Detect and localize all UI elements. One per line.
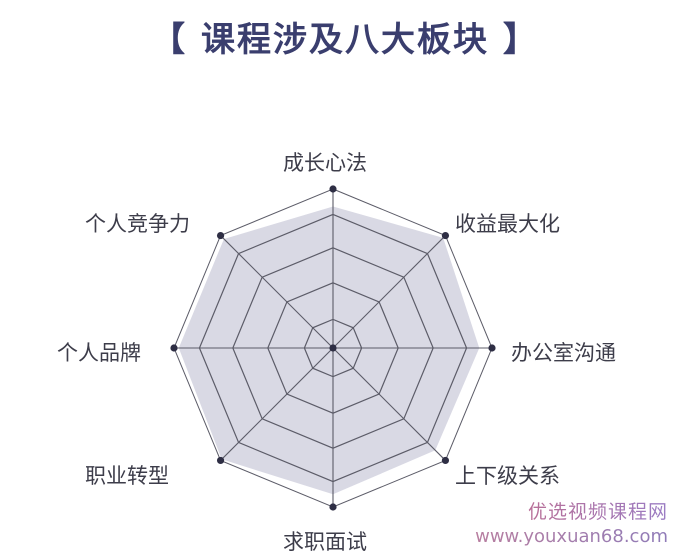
axis-spoke-5: [220, 347, 334, 461]
vertex-dots: [170, 185, 496, 511]
axis-label-6: 个人品牌: [57, 341, 141, 365]
vertex-dot-5: [216, 456, 225, 465]
axis-label-7: 个人竞争力: [85, 212, 190, 236]
vertex-dot-6: [170, 344, 178, 352]
vertex-dot-0: [329, 185, 337, 193]
center-dot: [329, 344, 337, 352]
vertex-dot-3: [441, 456, 450, 465]
vertex-dot-4: [329, 503, 337, 511]
axis-label-5: 职业转型: [85, 464, 169, 488]
vertex-dot-2: [488, 344, 496, 352]
title-text: 课程涉及八大板块: [201, 20, 489, 60]
watermark-site-name: 优选视频课程网: [475, 497, 668, 524]
axis-spoke-7: [220, 235, 334, 349]
axis-label-0: 成长心法: [283, 151, 367, 175]
axis-spoke-3: [332, 347, 446, 461]
vertex-dot-1: [441, 231, 450, 240]
axis-spoke-1: [332, 235, 446, 349]
title-open-bracket: 【: [151, 20, 188, 60]
axis-label-3: 上下级关系: [455, 464, 560, 488]
chart-title: 【 课程涉及八大板块 】: [0, 12, 690, 61]
axis-label-1: 收益最大化: [455, 212, 560, 236]
vertex-dot-7: [216, 231, 225, 240]
axis-label-2: 办公室沟通: [511, 341, 616, 365]
watermark-url: www.youxuan68.com: [475, 526, 668, 547]
watermark: 优选视频课程网 www.youxuan68.com: [475, 497, 668, 547]
grid: [173, 188, 493, 508]
axis-label-4: 求职面试: [283, 530, 367, 554]
title-close-bracket: 】: [502, 20, 539, 60]
